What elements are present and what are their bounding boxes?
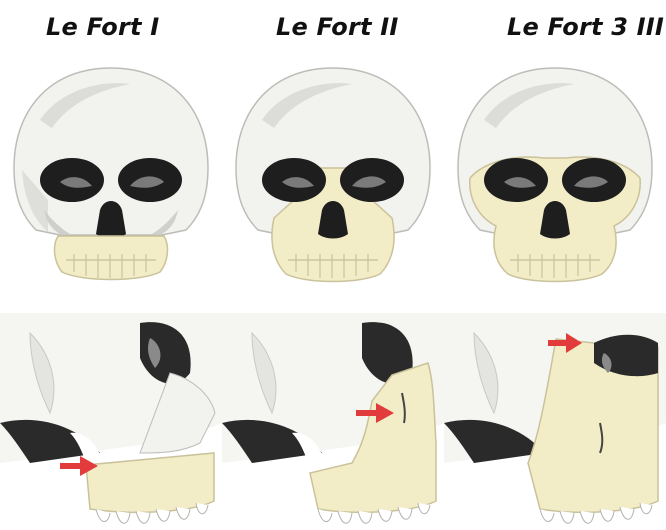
lateral-view-le-fort-2	[222, 313, 444, 530]
title-le-fort-2: Le Fort II	[276, 10, 398, 44]
skull-front-le-fort-2	[222, 50, 444, 295]
fracture-segment	[55, 236, 168, 280]
title-le-fort-3: Le Fort 3 III	[507, 10, 664, 44]
lateral-view-le-fort-1	[0, 313, 222, 530]
title-le-fort-1: Le Fort I	[46, 10, 159, 44]
skull-front-le-fort-1	[0, 50, 222, 295]
lateral-view-le-fort-3	[444, 313, 666, 530]
skull-front-le-fort-3	[444, 50, 666, 295]
